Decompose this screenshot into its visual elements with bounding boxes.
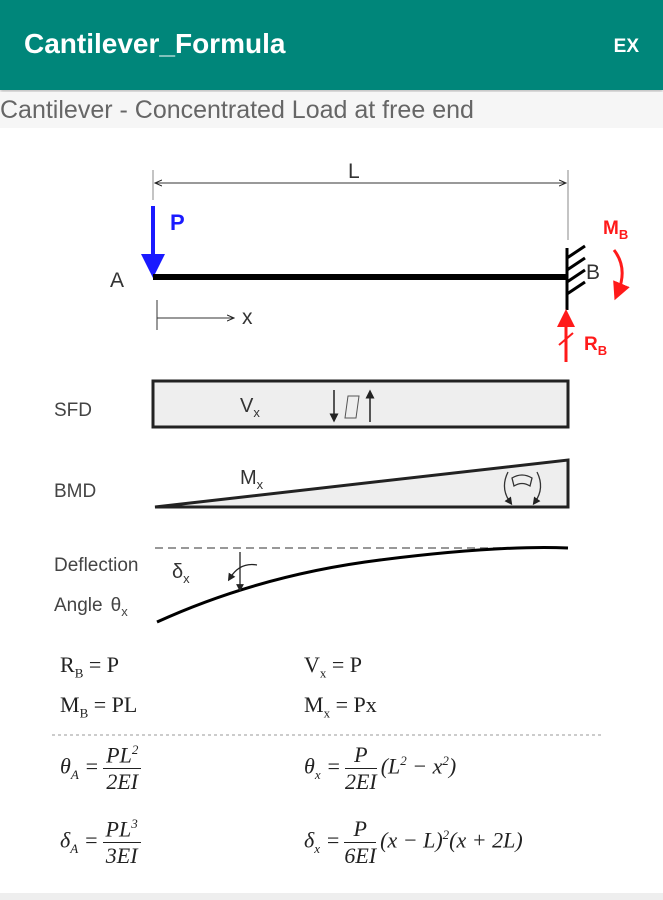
bmd-shape <box>154 458 570 509</box>
formula-rb: RB = P <box>60 652 120 681</box>
moment-arrow-icon <box>612 249 630 301</box>
fixed-support <box>565 244 586 310</box>
formula-vx: Vx = P <box>304 652 363 681</box>
moment-b-label: MB <box>603 218 628 242</box>
app-bar: Cantilever_Formula EX <box>0 0 663 90</box>
bmd-label: BMD <box>54 481 96 502</box>
length-dimension: L <box>152 160 569 240</box>
point-b-label: B <box>586 261 600 284</box>
sfd-shape <box>151 379 570 429</box>
reaction-b-label: RB <box>584 334 607 358</box>
x-label: x <box>242 306 253 329</box>
ex-button[interactable]: EX <box>613 36 639 57</box>
deflection-symbol: δx <box>172 561 190 586</box>
moment-sign-icon <box>503 471 542 506</box>
app-title: Cantilever_Formula <box>24 28 286 59</box>
formula-mx: Mx = Px <box>304 692 377 721</box>
shear-label: Vx <box>240 395 260 420</box>
moment-label: Mx <box>240 467 264 492</box>
sfd-label: SFD <box>54 400 92 421</box>
subtitle: Cantilever - Concentrated Load at free e… <box>0 96 474 124</box>
deflection-label: Deflection <box>54 555 139 576</box>
length-label: L <box>348 160 360 183</box>
deflection-curve <box>156 546 569 624</box>
bottom-edge <box>0 893 663 900</box>
load-label: P <box>170 210 185 235</box>
subtitle-bar: Cantilever - Concentrated Load at free e… <box>0 92 663 128</box>
point-a-label: A <box>110 269 124 292</box>
formula-mb: MB = PL <box>60 692 138 721</box>
